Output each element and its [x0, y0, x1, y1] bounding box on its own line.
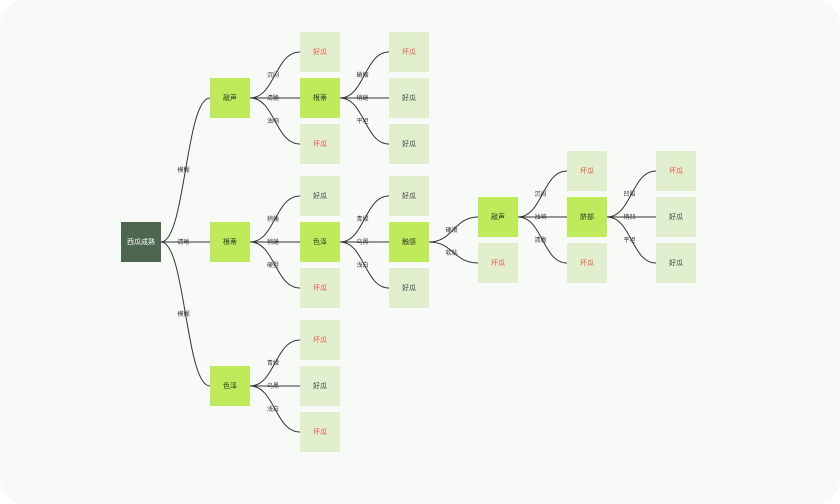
edge-root_n3 — [160, 241, 211, 387]
node-n1_1_2[interactable]: 好瓜 — [389, 124, 429, 164]
edge-n2_0 — [249, 195, 301, 243]
node-n1_0[interactable]: 好瓜 — [300, 32, 340, 72]
edge-n1_1_2 — [339, 97, 390, 145]
node-t2[interactable]: 坏瓜 — [478, 243, 518, 283]
edge-label-t1_1_2: 平坦 — [623, 237, 636, 244]
edge-label-root_n1: 模糊 — [177, 167, 190, 174]
edge-label-n1_1: 清脆 — [267, 95, 280, 102]
node-t1[interactable]: 敲声 — [478, 197, 518, 237]
edge-t1_2 — [517, 216, 568, 264]
node-t1_1_0[interactable]: 坏瓜 — [656, 151, 696, 191]
node-n1_1[interactable]: 根蒂 — [300, 78, 340, 118]
node-n3_2[interactable]: 坏瓜 — [300, 412, 340, 452]
edge-t1_1_0 — [606, 170, 657, 218]
edge-label-t2: 软粘 — [445, 249, 458, 257]
edge-label-n3_1: 乌黑 — [267, 383, 280, 390]
edge-label-n3_0: 青绿 — [267, 360, 280, 367]
edge-root_n1 — [160, 97, 211, 243]
node-n2_1_0[interactable]: 好瓜 — [389, 176, 429, 216]
edge-n2_2 — [249, 241, 301, 289]
edge-n1_2 — [249, 97, 301, 145]
edge-t1_0 — [517, 170, 568, 218]
node-t1_0[interactable]: 坏瓜 — [567, 151, 607, 191]
edge-n1_1_0 — [339, 51, 390, 99]
edge-label-t1_1: 浊响 — [534, 214, 547, 221]
edge-label-t1: 硬滑 — [445, 226, 458, 234]
node-n1_2[interactable]: 坏瓜 — [300, 124, 340, 164]
node-t1_1_2[interactable]: 好瓜 — [656, 243, 696, 283]
edge-label-n2_1_2: 浅白 — [356, 262, 369, 269]
edge-label-n2_1: 稍蜷 — [267, 239, 280, 246]
edge-label-t1_2: 清脆 — [534, 237, 547, 244]
node-n1[interactable]: 敲声 — [210, 78, 250, 118]
edge-label-t1_1_0: 凹陷 — [623, 191, 636, 198]
node-n3_0[interactable]: 坏瓜 — [300, 320, 340, 360]
edge-n1_0 — [249, 51, 301, 99]
node-n1_1_0[interactable]: 坏瓜 — [389, 32, 429, 72]
edge-label-n1_1_1: 稍蜷 — [356, 95, 369, 102]
node-t1_1[interactable]: 脐部 — [567, 197, 607, 237]
edge-n2_1_2 — [339, 241, 390, 289]
node-n2_2[interactable]: 坏瓜 — [300, 268, 340, 308]
edge-n3_0 — [249, 339, 301, 387]
node-n2_1_2[interactable]: 好瓜 — [389, 268, 429, 308]
edge-t1_1_2 — [606, 216, 657, 264]
node-n2_0[interactable]: 好瓜 — [300, 176, 340, 216]
edge-label-n2_0: 稍蜷 — [267, 216, 280, 223]
edge-label-root_n2: 清晰 — [177, 239, 190, 246]
edge-label-n1_2: 浊响 — [267, 118, 280, 125]
edge-label-n1_1_0: 蜷缩 — [356, 72, 369, 79]
edge-label-n2_2: 硬挺 — [267, 262, 280, 269]
edge-label-t1_1_1: 稍凹 — [623, 214, 636, 221]
edge-label-n1_0: 沉闷 — [267, 72, 280, 79]
node-t1_2[interactable]: 坏瓜 — [567, 243, 607, 283]
node-n3[interactable]: 色泽 — [210, 366, 250, 406]
edge-label-n2_1_0: 青绿 — [356, 216, 369, 223]
node-n2_1[interactable]: 色泽 — [300, 222, 340, 262]
edge-label-n1_1_2: 平坦 — [356, 118, 369, 125]
edge-t2 — [428, 241, 479, 264]
node-n2[interactable]: 根蒂 — [210, 222, 250, 262]
node-t1_1_1[interactable]: 好瓜 — [656, 197, 696, 237]
edge-n3_2 — [249, 385, 301, 433]
edge-label-t1_0: 沉闷 — [534, 191, 547, 198]
edge-label-n2_1_1: 乌黑 — [356, 239, 369, 246]
edge-n2_1_0 — [339, 195, 390, 243]
edge-label-n3_2: 浅白 — [267, 406, 280, 413]
edge-label-root_n3: 模糊 — [177, 311, 190, 318]
node-n3_1[interactable]: 好瓜 — [300, 366, 340, 406]
node-n2_1_1[interactable]: 触感 — [389, 222, 429, 262]
node-root[interactable]: 西瓜成熟 — [121, 222, 161, 262]
node-n1_1_1[interactable]: 好瓜 — [389, 78, 429, 118]
edge-t1 — [428, 216, 479, 243]
